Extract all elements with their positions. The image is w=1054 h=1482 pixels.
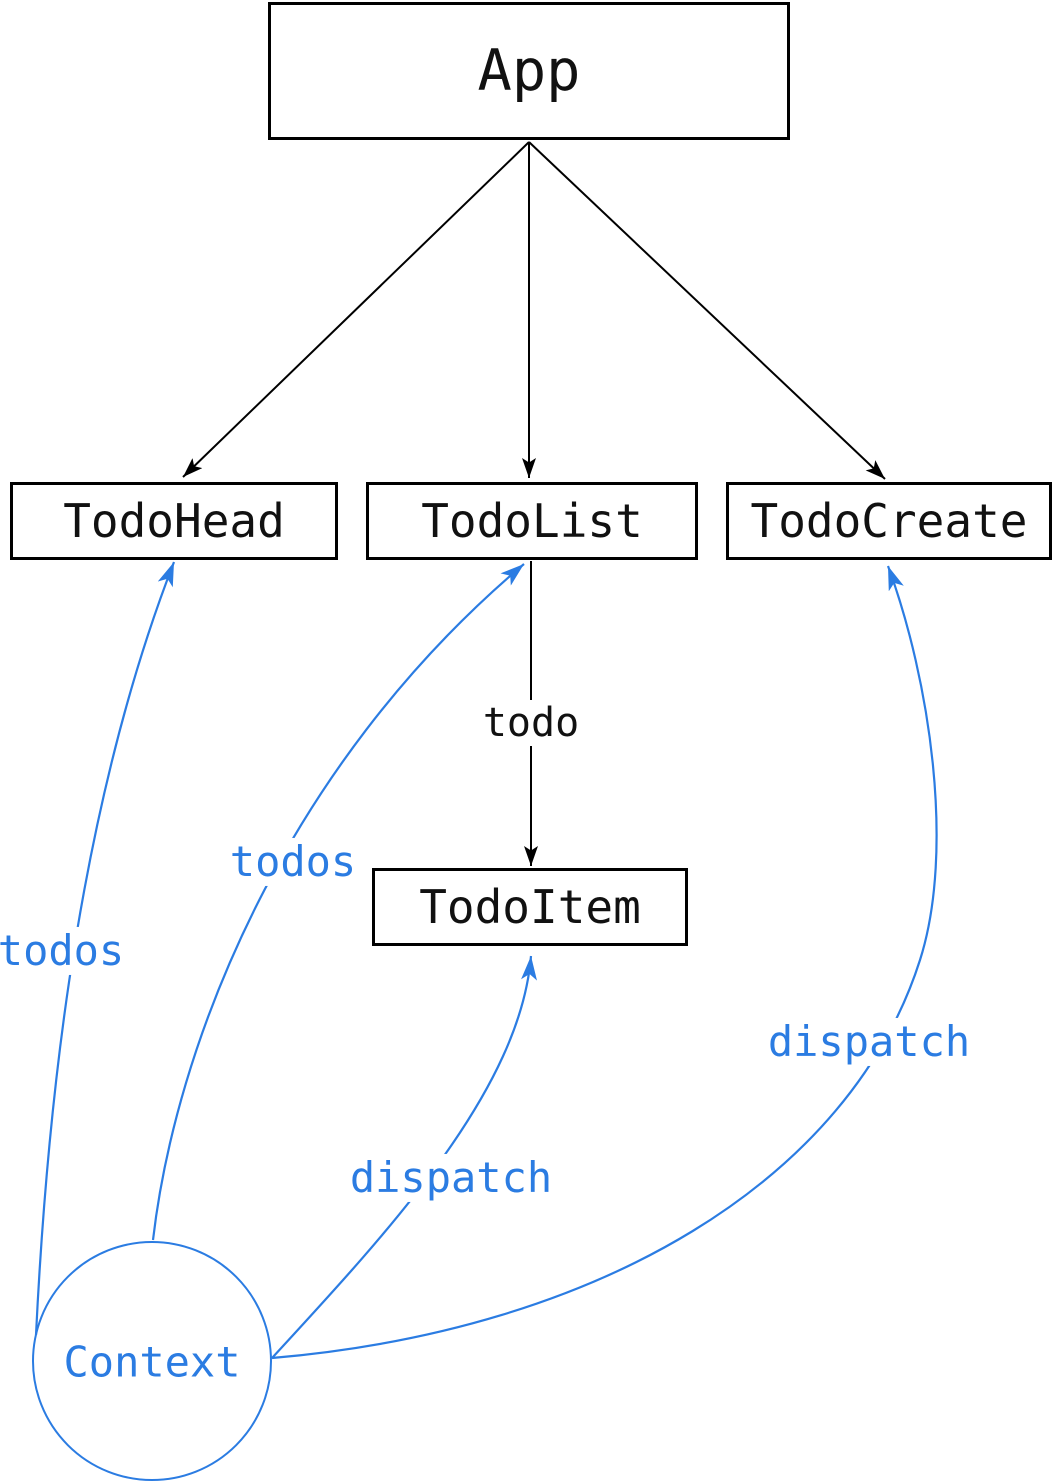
node-app-label: App (477, 38, 581, 104)
node-todoitem: TodoItem (372, 868, 688, 946)
node-context-label: Context (63, 1337, 241, 1387)
edge-app-todohead (182, 141, 530, 478)
node-todohead: TodoHead (10, 482, 338, 560)
node-todocreate-label: TodoCreate (750, 494, 1028, 548)
edge-context-todohead (34, 561, 176, 1336)
edge-context-todolist (151, 563, 525, 1241)
edge-label-todo: todo (476, 700, 586, 746)
edge-label-dispatch-create: dispatch (761, 1017, 977, 1067)
node-todoitem-label: TodoItem (419, 880, 641, 934)
edge-label-todos-head: todos (0, 926, 131, 976)
node-todolist-label: TodoList (421, 494, 643, 548)
context-circle (32, 1241, 272, 1481)
node-todolist: TodoList (366, 482, 698, 560)
edge-context-todocreate (271, 565, 938, 1360)
node-todohead-label: TodoHead (63, 494, 285, 548)
node-app: App (268, 2, 790, 140)
edge-label-todos-list: todos (223, 837, 363, 887)
edge-label-dispatch-item: dispatch (343, 1153, 559, 1203)
node-todocreate: TodoCreate (726, 482, 1052, 560)
edge-app-todocreate (528, 141, 886, 480)
